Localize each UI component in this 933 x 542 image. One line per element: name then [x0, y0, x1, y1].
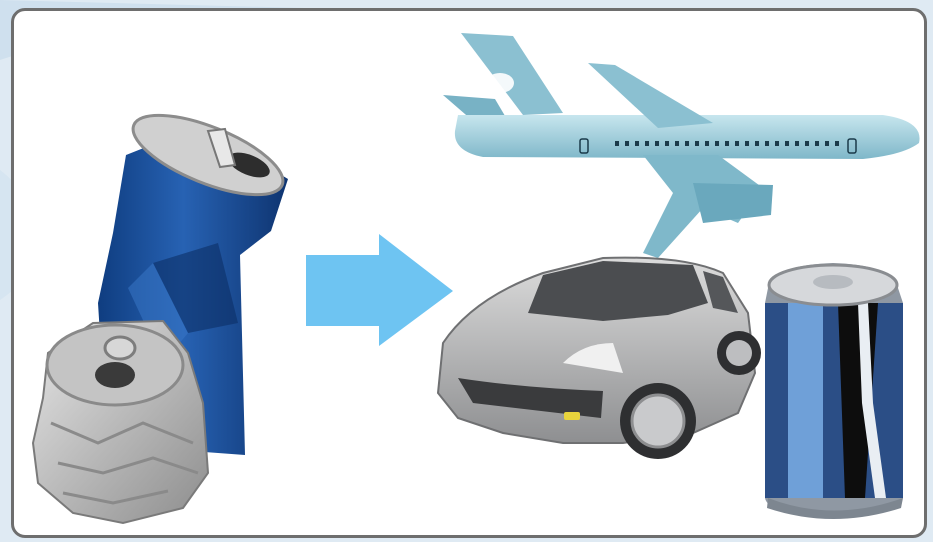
car-illustration	[438, 258, 761, 459]
illustration-panel	[11, 8, 927, 538]
crushed-silver-can	[33, 321, 208, 523]
airplane-illustration	[443, 33, 920, 258]
arrow-icon	[306, 234, 453, 346]
soda-can-illustration	[765, 263, 903, 519]
